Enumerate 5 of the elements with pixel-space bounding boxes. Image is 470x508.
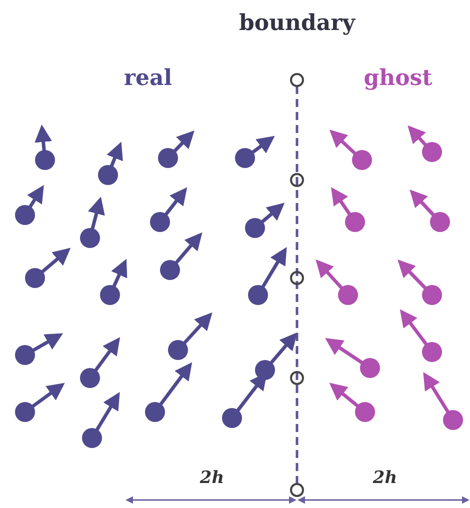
dimension-label: 2h xyxy=(200,468,224,488)
boundary-label: boundary xyxy=(238,10,356,36)
dimension-label: 2h xyxy=(372,468,398,488)
region-label: ghost xyxy=(364,65,432,91)
region-label: real xyxy=(124,65,172,91)
